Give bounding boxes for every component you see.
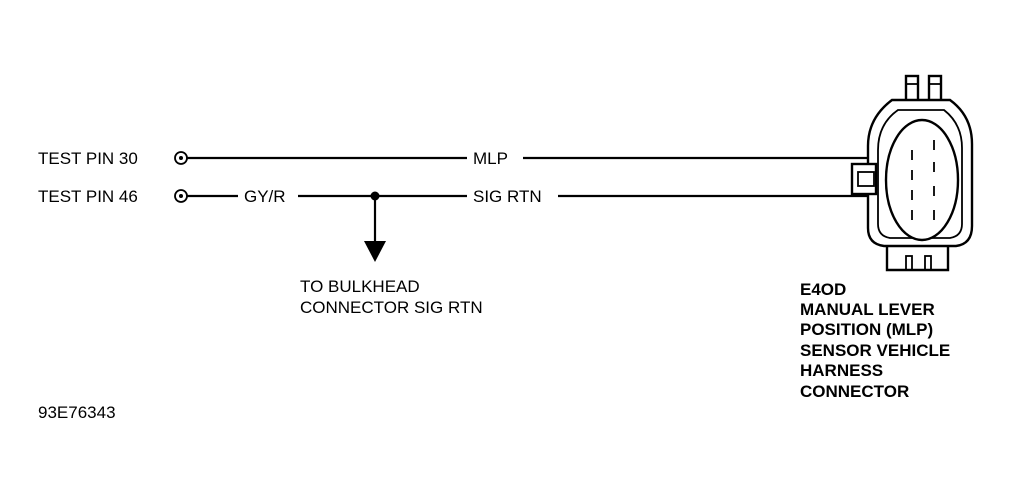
down-arrow-icon <box>364 241 386 262</box>
figure-id: 93E76343 <box>38 403 116 422</box>
mlp-connector-drawing <box>850 74 974 272</box>
connector-caption-line-3: POSITION (MLP) <box>800 320 933 339</box>
test-pin-46-terminal <box>174 189 188 203</box>
connector-caption-line-4: SENSOR VEHICLE <box>800 341 950 360</box>
test-pin-30-label: TEST PIN 30 <box>38 149 138 168</box>
connector-caption-line-6: CONNECTOR <box>800 382 909 401</box>
test-pin-30-terminal <box>174 151 188 165</box>
mlp-wire-label: MLP <box>473 149 508 168</box>
bulkhead-note-line-2: CONNECTOR SIG RTN <box>300 298 483 317</box>
connector-caption-line-2: MANUAL LEVER <box>800 300 935 319</box>
test-pin-46-label: TEST PIN 46 <box>38 187 138 206</box>
connector-caption-line-1: E4OD <box>800 280 846 299</box>
connector-caption-line-5: HARNESS <box>800 361 883 380</box>
gy-r-wire-label: GY/R <box>244 187 286 206</box>
bulkhead-note-line-1: TO BULKHEAD <box>300 277 420 296</box>
sig-rtn-wire-label: SIG RTN <box>473 187 542 206</box>
